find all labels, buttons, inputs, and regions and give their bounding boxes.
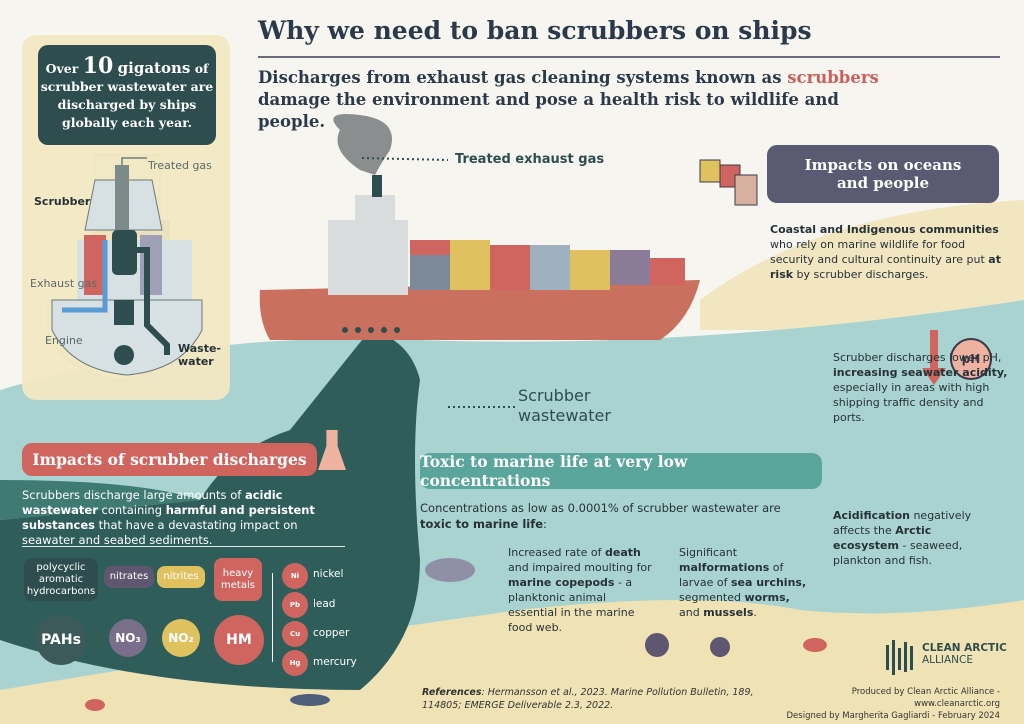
- clean-arctic-logo-icon: [886, 640, 913, 675]
- label-treated-gas: Treated gas: [148, 159, 212, 172]
- sea-urchin-icon: [710, 637, 730, 657]
- title-divider: [258, 56, 1000, 58]
- fish-icon: [425, 558, 475, 582]
- metal-name: copper: [313, 627, 350, 639]
- houses-icon: [699, 159, 758, 206]
- label-wastewater: Waste-water: [178, 342, 221, 368]
- ph-drop-icon: pH: [950, 338, 992, 380]
- substance-hm: HM: [214, 615, 264, 665]
- substance-no3: NO₃: [109, 619, 147, 657]
- divider: [22, 546, 345, 547]
- metal-cu: Cu: [282, 621, 308, 647]
- references: References: Hermansson et al., 2023. Mar…: [422, 687, 754, 711]
- label-treated-exhaust-gas: Treated exhaust gas: [455, 152, 605, 167]
- metal-name: mercury: [313, 656, 357, 668]
- propeller-icon: [114, 345, 134, 365]
- container-ship: [259, 114, 700, 340]
- crab-icon: [85, 699, 105, 711]
- malformations-text: Significant malformations of larvae of s…: [679, 546, 807, 619]
- substance-pahs: PAHs: [36, 615, 86, 665]
- sea-urchin-icon: [645, 633, 669, 657]
- label-scrubber: Scrubber: [34, 195, 91, 208]
- toxic-heading: Toxic to marine life at very low concent…: [420, 452, 822, 490]
- metal-name: lead: [313, 598, 336, 610]
- fish-icon: [290, 694, 330, 706]
- page-title: Why we need to ban scrubbers on ships: [258, 16, 812, 45]
- oceans-heading: Impacts on oceans and people: [767, 145, 999, 203]
- metal-hg: Hg: [282, 650, 308, 676]
- substance-label-pahs: polycyclic aromatic hydrocarbons: [24, 558, 98, 601]
- oceans-text: Coastal and Indigenous communities who r…: [770, 223, 1001, 281]
- metals-bracket: [272, 573, 273, 662]
- copepods-text: Increased rate of death and impaired mou…: [508, 546, 652, 634]
- label-engine: Engine: [45, 334, 83, 347]
- metal-ni: Ni: [282, 563, 308, 589]
- acidification-text: Acidification negatively affects the Arc…: [833, 509, 972, 567]
- scrubber-diagram-graphic: [51, 157, 203, 376]
- crab-icon: [803, 638, 827, 652]
- impacts-text: Scrubbers discharge large amounts of aci…: [22, 488, 315, 547]
- credits: Produced by Clean Arctic Alliance - www.…: [786, 687, 1001, 721]
- impacts-heading: Impacts of scrubber discharges: [22, 443, 317, 476]
- metal-pb: Pb: [282, 592, 308, 618]
- substance-label-nitrites: nitrites: [157, 566, 205, 588]
- metal-name: nickel: [313, 568, 344, 580]
- label-exhaust-gas: Exhaust gas: [30, 277, 98, 290]
- substance-label-heavy-metals: heavy metals: [214, 558, 262, 601]
- subtitle: Discharges from exhaust gas cleaning sys…: [258, 68, 879, 131]
- down-arrow-icon: [930, 330, 938, 370]
- substance-label-nitrates: nitrates: [104, 566, 154, 588]
- ph-text: Scrubber discharges lower pH,increasing …: [833, 351, 1008, 424]
- substance-no2: NO₂: [162, 619, 200, 657]
- label-scrubber-wastewater: Scrubber wastewater: [518, 386, 611, 425]
- toxic-text: Concentrations as low as 0.0001% of scru…: [420, 501, 781, 531]
